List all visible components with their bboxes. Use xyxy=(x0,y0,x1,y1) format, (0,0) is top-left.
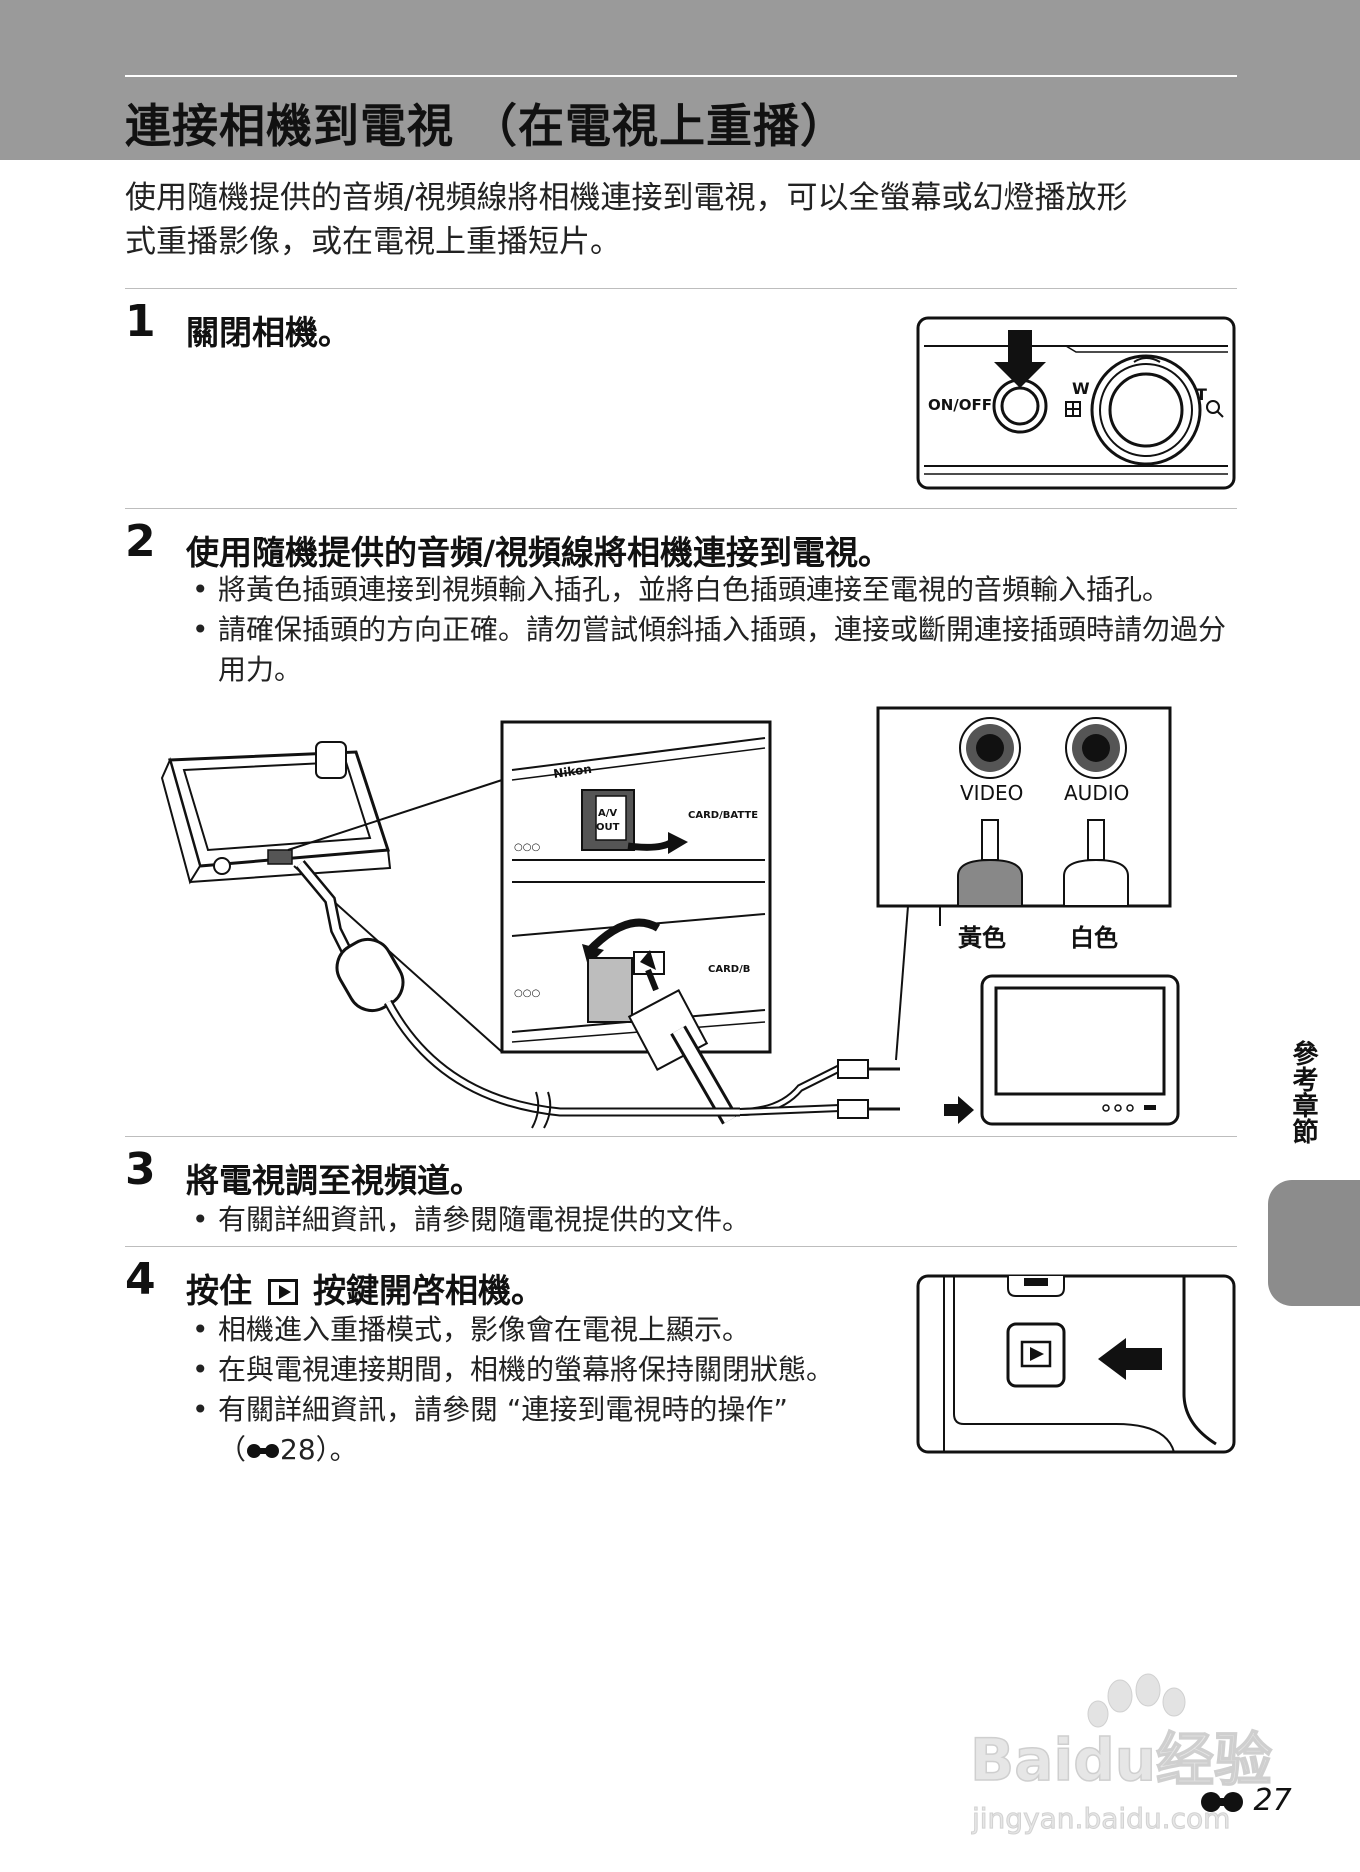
list-item: 有關詳細資訊，請參閱 “連接到電視時的操作” （ 28）。 xyxy=(186,1390,886,1470)
divider xyxy=(125,1136,1237,1137)
playback-icon xyxy=(267,1279,298,1305)
watermark-url: jingyan.baidu.com xyxy=(971,1802,1230,1835)
av-out-label-2: OUT xyxy=(596,822,620,833)
zoom-w-label: W xyxy=(1072,379,1090,398)
video-jack-label: VIDEO xyxy=(960,781,1023,805)
list-item: 在與電視連接期間，相機的螢幕將保持關閉狀態。 xyxy=(186,1350,886,1390)
divider xyxy=(125,508,1237,509)
intro-line-1: 使用隨機提供的音頻/視頻線將相機連接到電視，可以全螢幕或幻燈播放形 xyxy=(125,180,1128,216)
step-2-bullets: 將黃色插頭連接到視頻輸入插孔，並將白色插頭連接至電視的音頻輸入插孔。 請確保插頭… xyxy=(186,570,1246,690)
step-2-title: 使用隨機提供的音頻/視頻線將相機連接到電視。 xyxy=(186,533,892,572)
step-4-number: 4 xyxy=(125,1254,156,1305)
step-1-title: 關閉相機。 xyxy=(186,313,351,352)
step-3-title: 將電視調至視頻道。 xyxy=(186,1161,483,1200)
intro-paragraph: 使用隨機提供的音頻/視頻線將相機連接到電視，可以全螢幕或幻燈播放形 式重播影像，… xyxy=(125,176,1245,264)
reference-page: 28 xyxy=(280,1433,316,1466)
reference-section-icon xyxy=(1201,1791,1243,1812)
power-button-figure: ON/OFF W T xyxy=(916,316,1236,490)
watermark-logo-text: Baidu经验 xyxy=(970,1726,1272,1794)
side-tab-label: 參考章節 xyxy=(1288,1040,1318,1144)
av-out-label-1: A/V xyxy=(598,808,617,819)
page-number: 27 xyxy=(1200,1783,1292,1818)
list-item: 相機進入重播模式，影像會在電視上顯示。 xyxy=(186,1310,886,1350)
intro-line-2: 式重播影像，或在電視上重播短片。 xyxy=(125,224,621,260)
zoom-t-label: T xyxy=(1196,385,1207,404)
step-3-number: 3 xyxy=(125,1144,156,1195)
list-item: 請確保插頭的方向正確。請勿嘗試傾斜插入插頭，連接或斷開連接插頭時請勿過分用力。 xyxy=(186,610,1246,690)
playback-button-figure xyxy=(916,1274,1236,1454)
step-4-title: 按住 按鍵開啓相機。 xyxy=(186,1264,544,1312)
step-4-title-prefix: 按住 xyxy=(186,1271,252,1310)
svg-text:○○○: ○○○ xyxy=(514,988,540,999)
brand-label: Nikon xyxy=(552,762,592,781)
reference-text: 有關詳細資訊，請參閱 “連接到電視時的操作” xyxy=(218,1393,788,1426)
card-b-label: CARD/B xyxy=(708,964,750,975)
header-band xyxy=(0,0,1360,160)
divider xyxy=(125,288,1237,289)
on-off-label: ON/OFF xyxy=(928,396,992,414)
list-item: 有關詳細資訊，請參閱隨電視提供的文件。 xyxy=(186,1200,1246,1240)
reference-close-paren: ）。 xyxy=(315,1433,358,1466)
reference-section-icon xyxy=(247,1444,280,1458)
step-1-number: 1 xyxy=(125,296,156,347)
av-connection-figure: Nikon A/V OUT CARD/BATTE ○○○ CARD/B ○○○ xyxy=(160,706,1180,1129)
list-item: 將黃色插頭連接到視頻輸入插孔，並將白色插頭連接至電視的音頻輸入插孔。 xyxy=(186,570,1246,610)
page-title: 連接相機到電視 （在電視上重播） xyxy=(125,99,848,153)
white-label: 白色 xyxy=(1070,924,1118,952)
divider xyxy=(125,1246,1237,1247)
step-2-number: 2 xyxy=(125,516,156,567)
step-3-bullets: 有關詳細資訊，請參閱隨電視提供的文件。 xyxy=(186,1200,1246,1240)
yellow-label: 黃色 xyxy=(958,924,1006,952)
page-number-value: 27 xyxy=(1253,1783,1292,1818)
step-4-title-suffix: 按鍵開啓相機。 xyxy=(313,1271,544,1310)
header-rule xyxy=(125,75,1237,77)
audio-jack-label: AUDIO xyxy=(1064,781,1129,805)
side-tab[interactable] xyxy=(1268,1180,1360,1306)
card-battery-label: CARD/BATTE xyxy=(688,810,758,821)
step-4-bullets: 相機進入重播模式，影像會在電視上顯示。 在與電視連接期間，相機的螢幕將保持關閉狀… xyxy=(186,1310,886,1470)
svg-text:○○○: ○○○ xyxy=(514,842,540,853)
reference-open-paren: （ xyxy=(218,1433,247,1466)
baidu-watermark: Baidu经验 jingyan.baidu.com xyxy=(970,1673,1273,1836)
